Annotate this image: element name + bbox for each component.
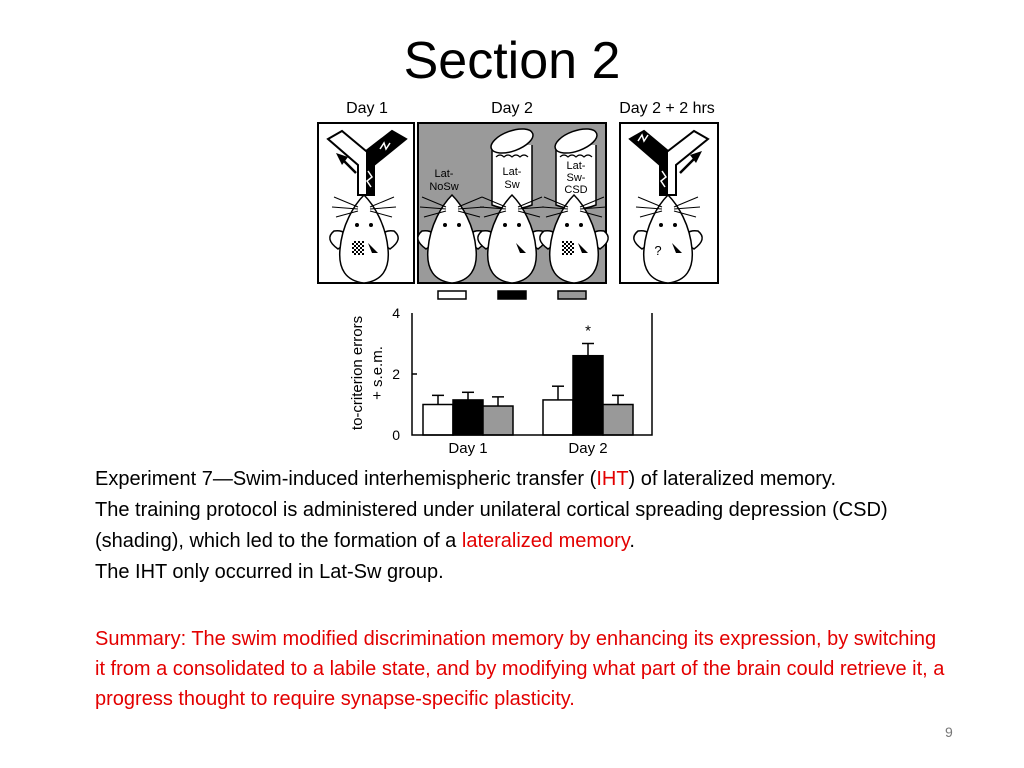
text-span: ) of lateralized memory.	[628, 468, 837, 490]
legend-swatch-white	[437, 290, 467, 300]
swim-cylinder-2	[490, 128, 534, 210]
group-label-lat-sw-csd-line1: Lat-	[567, 160, 586, 172]
text-span: .	[629, 530, 635, 552]
panel-label-day1: Day 1	[346, 100, 388, 117]
summary-text: Summary: The swim modified discriminatio…	[95, 628, 945, 710]
slide-title: Section 2	[403, 32, 621, 90]
y-axis-label-line2: + s.e.m.	[369, 346, 386, 400]
text-span: The training protocol is administered un…	[95, 499, 888, 552]
y-tick-labels: 0 2 4	[392, 305, 417, 443]
y-tick-label: 4	[392, 305, 400, 321]
iht-highlight: IHT	[596, 468, 629, 490]
day1-panel	[317, 122, 415, 284]
error-bars	[432, 342, 624, 407]
significance-star: *	[585, 323, 591, 340]
x-tick-labels: Day 1 Day 2	[448, 440, 607, 457]
bar	[542, 399, 574, 436]
legend-swatch-black	[497, 290, 527, 300]
group-label-lat-sw-line2: Sw	[504, 179, 519, 191]
chart-axes	[411, 313, 653, 436]
body-text: Experiment 7—Swim-induced interhemispher…	[95, 464, 935, 588]
protocol-description: The training protocol is administered un…	[95, 495, 935, 557]
bar	[452, 399, 484, 436]
group-label-lat-nosw-line2: NoSw	[429, 181, 458, 193]
x-tick-label: Day 1	[448, 440, 487, 457]
group-label-lat-sw-csd-line3: CSD	[564, 184, 587, 196]
x-tick-label: Day 2	[568, 440, 607, 457]
group-label-lat-nosw-line1: Lat-	[435, 168, 454, 180]
question-mark: ?	[654, 243, 661, 258]
lateralized-memory-highlight: lateralized memory	[461, 530, 630, 552]
panel-labels: Day 1 Day 2 Day 2 + 2 hrs	[346, 100, 715, 117]
bar	[572, 354, 604, 436]
bar	[422, 403, 454, 436]
iht-result: The IHT only occurred in Lat-Sw group.	[95, 561, 444, 583]
group-label-lat-sw-line1: Lat-	[503, 166, 522, 178]
day2-2hrs-panel: ?	[619, 122, 719, 284]
legend-swatch-gray	[557, 290, 587, 300]
y-tick-label: 0	[392, 427, 400, 443]
experiment-description: Experiment 7—Swim-induced interhemispher…	[95, 464, 935, 495]
group-legend	[437, 290, 587, 300]
day2-panel: Lat- NoSw Lat- Sw Lat- Sw- CSD	[417, 122, 609, 284]
page-number: 9	[945, 724, 953, 740]
bar	[482, 405, 514, 436]
bars	[422, 354, 634, 436]
text-span: Experiment 7—Swim-induced interhemispher…	[95, 468, 597, 490]
y-tick-label: 2	[392, 366, 400, 382]
panel-label-day2: Day 2	[491, 100, 533, 117]
panel-label-day2-2hrs: Day 2 + 2 hrs	[619, 100, 715, 117]
experiment-figure: Day 1 Day 2 Day 2 + 2 hrs Lat- N	[317, 100, 719, 457]
group-label-lat-sw-csd-line2: Sw-	[567, 172, 586, 184]
bar	[602, 403, 634, 436]
y-axis-label-line1: to-criterion errors	[349, 316, 366, 430]
